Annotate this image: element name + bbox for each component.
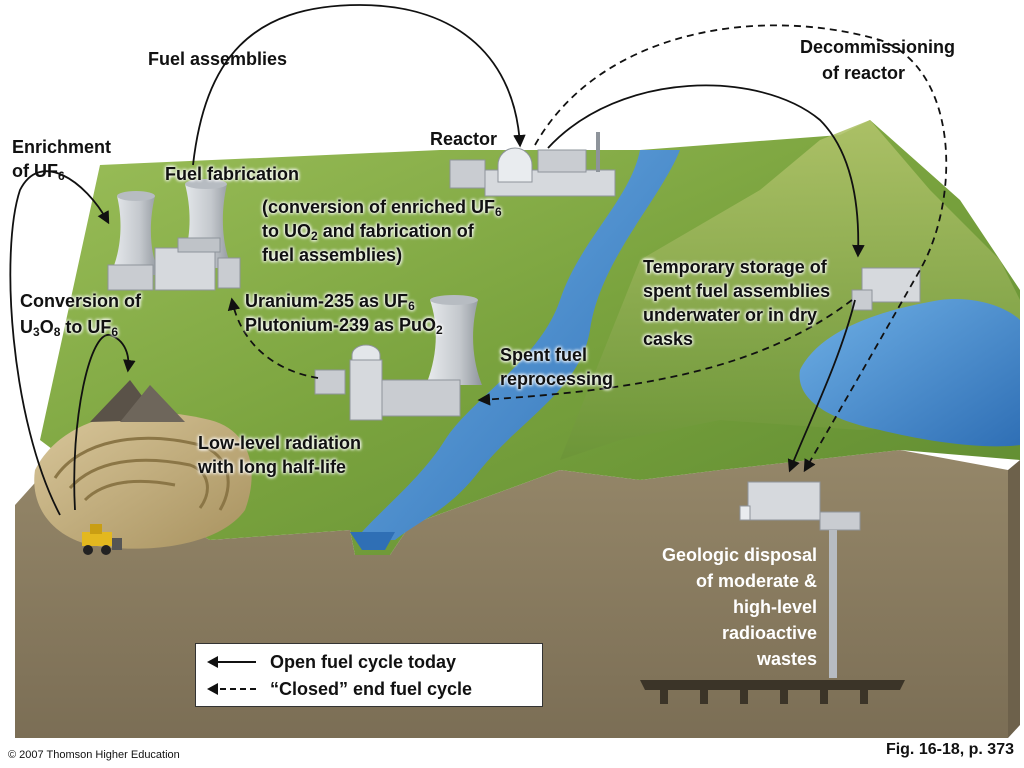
label-enrichment-line2: of UF6 xyxy=(12,161,65,183)
label-spent-fuel-line2: reprocessing xyxy=(500,369,614,389)
temporary-storage-building xyxy=(851,267,921,311)
label-conversion-enriched-line2: to UO2 and fabrication of xyxy=(262,221,474,243)
legend: Open fuel cycle today “Closed” end fuel … xyxy=(195,643,543,707)
label-temp-storage-line1: Temporary storage of xyxy=(643,257,827,277)
bulldozer-icon xyxy=(82,524,122,555)
label-fuel-assemblies: Fuel assemblies xyxy=(148,49,288,69)
figure-reference: Fig. 16-18, p. 373 xyxy=(885,741,1014,758)
label-decommissioning-line1: Decommissioning xyxy=(800,37,956,57)
label-reactor: Reactor xyxy=(430,129,498,149)
river-notch xyxy=(350,532,395,550)
label-conversion-line2: U3O8 to UF6 xyxy=(20,317,119,339)
label-conversion-line1: Conversion of xyxy=(20,291,142,311)
open-cycle-arrows xyxy=(9,4,865,516)
geologic-disposal-facility xyxy=(640,481,905,704)
label-geologic-line1: Geologic disposal xyxy=(661,545,817,565)
legend-row-open: Open fuel cycle today xyxy=(206,649,456,675)
label-plutonium: Plutonium-239 as PuO2 xyxy=(245,315,443,337)
legend-row-closed: “Closed” end fuel cycle xyxy=(206,676,472,702)
arrow-storage-to-reprocessing xyxy=(477,299,853,406)
label-geologic-line4: radioactive xyxy=(721,623,817,643)
reprocessing-plant xyxy=(314,295,482,421)
arrow-fuel-assemblies xyxy=(192,4,526,166)
label-geologic-line5: wastes xyxy=(756,649,817,669)
label-temp-storage-line3: underwater or in dry xyxy=(643,305,818,325)
soil-right xyxy=(1008,460,1020,738)
closed-cycle-arrows xyxy=(227,24,948,473)
legend-open-label: Open fuel cycle today xyxy=(270,651,457,672)
label-temp-storage-line4: casks xyxy=(643,329,694,349)
lake xyxy=(799,299,1020,447)
dashed-arrow-icon xyxy=(207,683,256,695)
label-spent-fuel-line1: Spent fuel xyxy=(500,345,588,365)
label-geologic-line3: high-level xyxy=(732,597,817,617)
label-fuel-fabrication: Fuel fabrication xyxy=(165,164,300,184)
label-conversion-enriched-line1: (conversion of enriched UF6 xyxy=(262,197,502,219)
legend-closed-label: “Closed” end fuel cycle xyxy=(270,678,473,699)
ore-pile-icon xyxy=(90,380,185,422)
arrow-decommissioning xyxy=(534,24,948,473)
arrow-storage-to-disposal xyxy=(787,299,856,473)
reactor-dome-icon xyxy=(449,132,616,197)
arrow-reprocessing-to-fabrication xyxy=(227,297,319,379)
arrow-mine-to-conversion xyxy=(73,334,136,511)
label-low-level-line1: Low-level radiation xyxy=(198,433,362,453)
arrow-conversion-to-enrichment xyxy=(9,170,110,516)
fuel-fabrication-buildings xyxy=(107,237,241,291)
label-low-level-line2: with long half-life xyxy=(198,457,346,477)
arrow-reactor-to-storage xyxy=(547,84,865,258)
solid-arrow-icon xyxy=(207,656,256,668)
label-temp-storage-line2: spent fuel assemblies xyxy=(643,281,831,301)
label-decommissioning-line2: of reactor xyxy=(822,63,906,83)
label-conversion-enriched-line3: fuel assemblies) xyxy=(262,245,403,265)
copyright: © 2007 Thomson Higher Education xyxy=(8,749,180,761)
label-uranium: Uranium-235 as UF6 xyxy=(245,291,415,313)
label-enrichment-line1: Enrichment xyxy=(12,137,112,157)
river xyxy=(355,150,680,540)
label-geologic-line2: of moderate & xyxy=(695,571,817,591)
